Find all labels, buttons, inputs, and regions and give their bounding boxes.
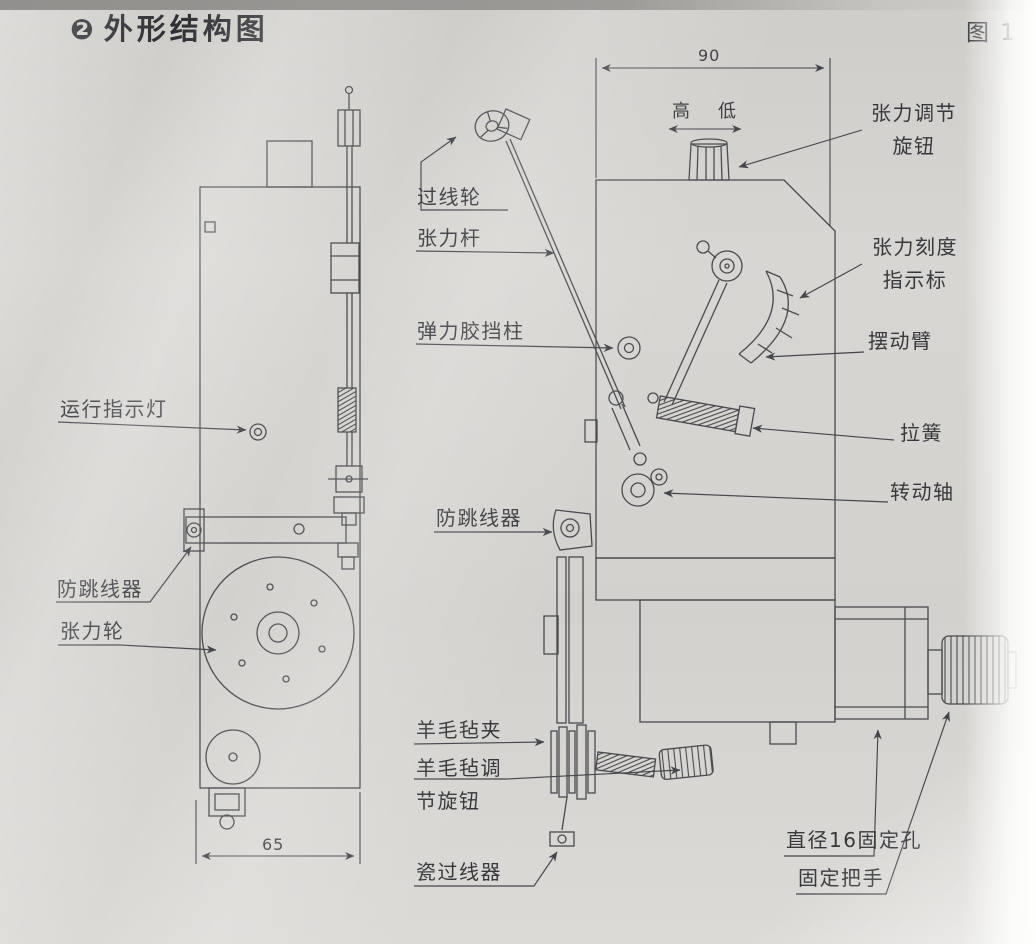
label-felt-adjust-knob: 羊毛毡调 节旋钮 <box>416 752 502 818</box>
label-swing-arm: 摆动臂 <box>868 329 933 353</box>
label-ceramic-wire-guide: 瓷过线器 <box>416 860 502 884</box>
left-side-view <box>183 85 368 830</box>
label-fixing-hole: 直径16固定孔 <box>786 828 922 852</box>
label-felt-adjust-line2: 节旋钮 <box>416 789 481 813</box>
label-tension-spring: 拉簧 <box>900 421 943 445</box>
section-badge-icon: ❷ <box>70 13 94 46</box>
label-tension-scale-line2: 指示标 <box>882 268 948 292</box>
page-title-text: 外形结构图 <box>103 12 269 46</box>
dimension-low-label: 低 <box>718 101 737 122</box>
label-felt-adjust-line1: 羊毛毡调 <box>416 756 502 780</box>
label-anti-jump-left: 防跳线器 <box>57 577 143 601</box>
label-tension-adjust-line1: 张力调节 <box>871 101 957 125</box>
label-elastic-rubber-stop: 弹力胶挡柱 <box>417 319 525 343</box>
label-tension-adjust-knob: 张力调节 旋钮 <box>862 97 966 163</box>
label-rotating-shaft: 转动轴 <box>890 480 955 504</box>
middle-parts <box>474 108 641 410</box>
dimension-high-label: 高 <box>672 101 691 122</box>
figure-label: 图 1 <box>966 20 1017 46</box>
dimension-90-lines <box>595 58 831 226</box>
label-running-indicator: 运行指示灯 <box>60 397 168 421</box>
label-tension-scale-indicator: 张力刻度 指示标 <box>860 231 970 297</box>
label-wire-guide-wheel: 过线轮 <box>417 185 482 209</box>
label-tension-adjust-line2: 旋钮 <box>892 134 936 158</box>
label-tension-scale-line1: 张力刻度 <box>872 235 958 259</box>
label-felt-clamp: 羊毛毡夹 <box>416 718 502 742</box>
label-anti-jump-mid: 防跳线器 <box>436 506 522 530</box>
dimension-width-bottom: 65 <box>262 835 285 854</box>
label-tension-rod: 张力杆 <box>417 226 482 250</box>
label-fixing-handle: 固定把手 <box>798 866 884 890</box>
label-tension-wheel: 张力轮 <box>60 619 125 643</box>
dimension-width-top: 90 <box>698 46 721 65</box>
page-title: ❷ 外形结构图 <box>70 6 269 48</box>
